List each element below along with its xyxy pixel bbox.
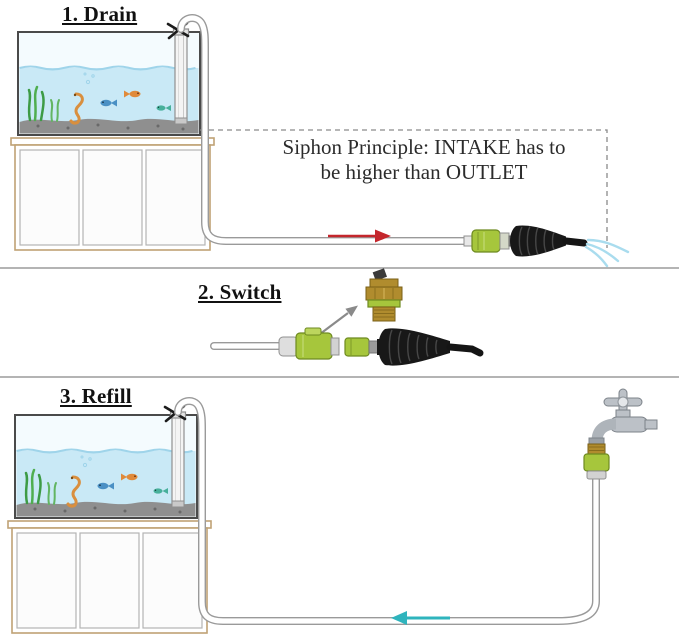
step1-title: 1. Drain xyxy=(62,2,138,26)
siphon-annotation-line2: be higher than OUTLET xyxy=(320,160,528,184)
siphon-annotation: Siphon Principle: INTAKE has to be highe… xyxy=(248,135,600,185)
siphon-level-dashes xyxy=(200,129,608,248)
switch-arrow xyxy=(319,305,358,335)
refill-hose xyxy=(174,397,600,625)
step3-title: 3. Refill xyxy=(60,384,132,408)
flow-arrow-left xyxy=(391,611,450,625)
quick-connector xyxy=(471,229,510,253)
faucet xyxy=(583,388,658,480)
hand-pump xyxy=(508,225,588,257)
drain-pump-assembly xyxy=(463,225,630,268)
water-outflow xyxy=(584,238,630,268)
tap-adapter-nozzle xyxy=(372,268,388,281)
faucet-brass-adapter xyxy=(587,443,606,455)
aquarium-drain xyxy=(9,21,216,252)
pump-outlet-tube xyxy=(562,237,588,247)
siphon-annotation-line1: Siphon Principle: INTAKE has to xyxy=(282,135,566,159)
pump-with-male-connector xyxy=(344,328,484,366)
tap-adapter xyxy=(365,268,403,322)
hose-quick-connector xyxy=(278,327,340,360)
flow-arrow-right xyxy=(328,229,391,243)
drain-hose xyxy=(177,14,472,245)
aquarium-refill xyxy=(6,404,213,635)
pump-outlet-tube xyxy=(446,343,484,357)
step2-title: 2. Switch xyxy=(198,280,282,304)
faucet-quick-connector xyxy=(583,453,610,472)
connector-release-button xyxy=(304,327,322,336)
